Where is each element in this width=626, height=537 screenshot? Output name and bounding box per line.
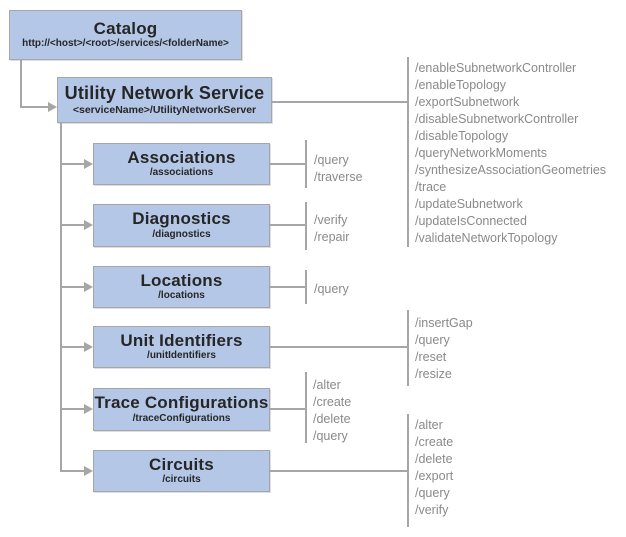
operation-label: /query [313,429,348,443]
operation-label: /disableTopology [415,129,509,143]
resource-title: Diagnostics [132,209,231,229]
service-operations-list: /enableSubnetworkController /enableTopol… [415,60,606,247]
operation-label: /delete [313,412,351,426]
circuits-operations-list: /alter /create /delete /export /query /v… [415,417,453,519]
diagnostics-node: Diagnostics /diagnostics [93,204,270,247]
connector-line [269,163,306,165]
operation-label: /query [314,153,349,167]
resource-path: /circuits [162,474,201,486]
resource-path: /traceConfigurations [132,412,231,424]
resource-path: /diagnostics [152,228,211,240]
catalog-title: Catalog [93,18,158,38]
diagnostics-operations-list: /verify /repair [314,212,349,246]
associations-node: Associations /associations [93,143,270,185]
associations-operations-list: /query /traverse [314,152,363,186]
operation-label: /verify [415,503,449,517]
arrowhead-icon [84,159,93,169]
connector-line [60,286,86,288]
bracket-line [305,372,307,443]
arrowhead-icon [84,342,93,352]
operation-label: /verify [314,213,348,227]
resource-title: Trace Configurations [94,393,269,413]
operation-label: /insertGap [415,316,473,330]
connector-line [60,224,86,226]
resource-path: /unitIdentifiers [147,350,216,362]
service-path: <serviceName>/UtilityNetworkServer [72,103,257,116]
operation-label: /create [415,435,454,449]
connector-line [20,106,50,108]
connector-line [269,470,408,472]
catalog-node: Catalog http://<host>/<root>/services/<f… [9,10,242,60]
circuits-node: Circuits /circuits [93,450,270,492]
bracket-line [305,140,307,188]
locations-operations-list: /query [314,281,349,298]
operation-label: /repair [314,230,350,244]
operation-label: /trace [415,180,447,194]
operation-label: /query [415,333,450,347]
connector-line [269,286,306,288]
connector-line [60,122,62,472]
operation-label: /updateIsConnected [415,214,527,228]
connector-line [20,59,22,108]
operation-label: /delete [415,452,453,466]
connector-line [269,408,306,410]
operation-label: /updateSubnetwork [415,197,523,211]
operation-label: /query [415,486,450,500]
arrowhead-icon [48,102,57,112]
resource-path: /locations [158,290,205,302]
bracket-line [407,414,409,527]
connector-line [60,470,86,472]
connector-line [60,346,86,348]
bracket-line [407,57,409,247]
arrowhead-icon [84,466,93,476]
operation-label: /export [415,469,454,483]
arrowhead-icon [84,220,93,230]
operation-label: /query [314,282,349,296]
connector-line [269,346,408,348]
operation-label: /validateNetworkTopology [415,231,558,245]
bracket-line [305,202,307,250]
operation-label: /create [313,395,352,409]
resource-title: Associations [127,147,236,167]
catalog-url: http://<host>/<root>/services/<folderNam… [22,38,229,50]
connector-line [60,408,86,410]
bracket-line [305,270,307,304]
connector-line [60,163,86,165]
operation-label: /exportSubnetwork [415,95,520,109]
trace-configurations-node: Trace Configurations /traceConfiguration… [93,388,270,431]
operation-label: /traverse [314,170,363,184]
unit-identifiers-node: Unit Identifiers /unitIdentifiers [93,326,270,368]
operation-label: /queryNetworkMoments [415,146,547,160]
operation-label: /reset [415,350,447,364]
locations-node: Locations /locations [93,266,270,308]
arrowhead-icon [84,282,93,292]
resource-title: Unit Identifiers [120,330,243,350]
unit-identifiers-operations-list: /insertGap /query /reset /resize [415,315,473,383]
operation-label: /synthesizeAssociationGeometries [415,163,607,177]
operation-label: /enableTopology [415,78,507,92]
resource-title: Locations [140,270,223,290]
connector-line [271,101,408,103]
operation-label: /enableSubnetworkController [415,61,577,75]
operation-label: /disableSubnetworkController [415,112,579,126]
operation-label: /alter [313,378,341,392]
connector-line [269,224,306,226]
service-title: Utility Network Service [64,82,265,103]
arrowhead-icon [84,404,93,414]
resource-title: Circuits [149,454,214,474]
resource-path: /associations [149,167,214,179]
bracket-line [407,310,409,386]
trace-configurations-operations-list: /alter /create /delete /query [313,377,351,445]
utility-network-service-node: Utility Network Service <serviceName>/Ut… [57,77,272,123]
operation-label: /alter [415,418,443,432]
operation-label: /resize [415,367,452,381]
